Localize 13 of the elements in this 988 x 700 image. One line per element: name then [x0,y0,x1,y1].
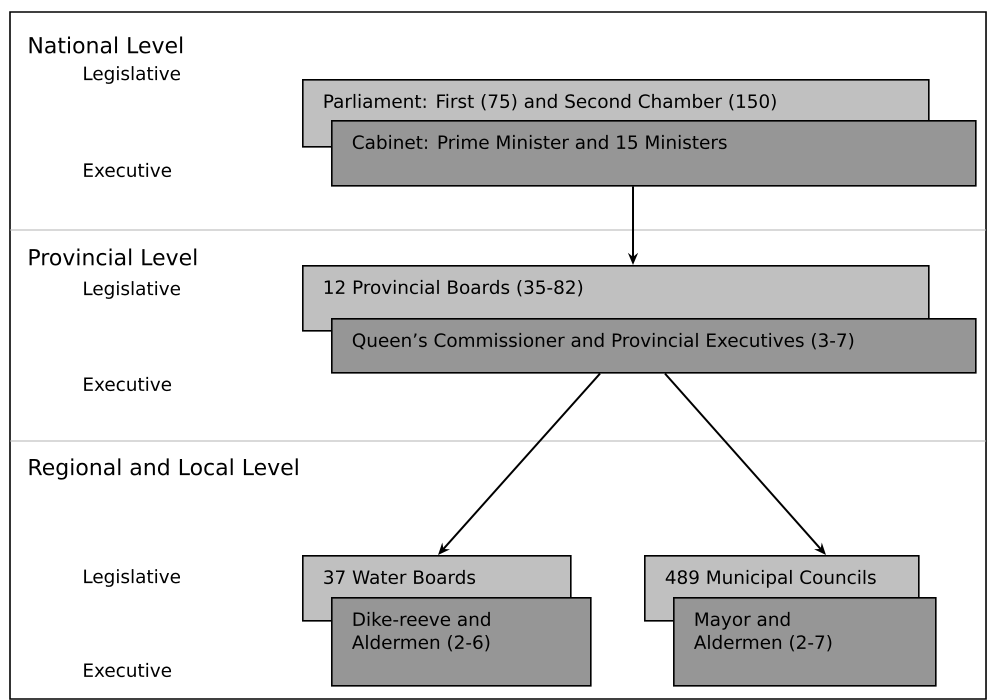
branch-label: Executive [84,376,172,392]
branch-label: Executive [84,162,172,178]
level-box: Cabinet: Prime Minister and 15 Ministers [331,120,977,187]
level-box: Queen’s Commissioner and Provincial Executives (3-7) [331,318,977,374]
level-heading: Regional and Local Level [30,458,298,480]
branch-label: Executive [84,662,172,678]
branch-label: Legislative [84,569,180,587]
branch-label: Legislative [84,281,180,299]
level-heading: National Level [30,36,182,54]
branch-label: Legislative [84,66,180,84]
level-box: Dike-reeve and Aldermen (2-6) [331,597,592,687]
level-heading: Provincial Level [30,248,196,266]
level-box: Mayor and Aldermen (2-7) [673,597,937,687]
